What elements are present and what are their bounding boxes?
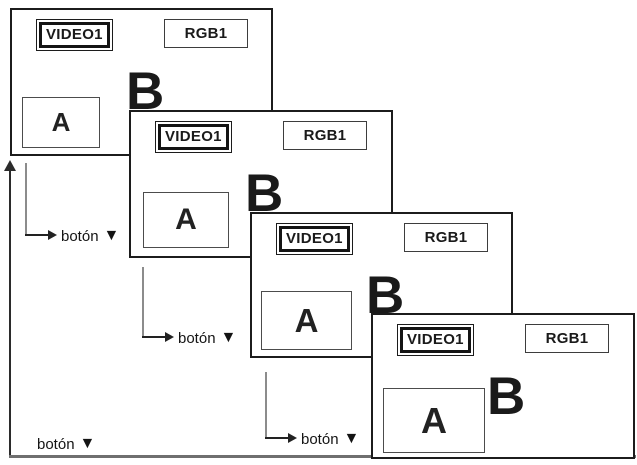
rgb1-badge: RGB1 — [164, 19, 248, 48]
video1-badge: VIDEO1 — [276, 223, 353, 255]
down-arrow-icon: ▼ — [343, 430, 360, 447]
pip-window: A — [143, 192, 229, 248]
video1-badge-label: VIDEO1 — [279, 226, 350, 252]
rgb1-badge-label: RGB1 — [303, 127, 347, 144]
video1-badge: VIDEO1 — [155, 121, 232, 153]
main-source-letter: B — [487, 367, 526, 426]
down-arrow-icon: ▼ — [220, 329, 237, 346]
elbow-arrow-line — [25, 234, 49, 236]
pip-source-letter: A — [51, 107, 71, 137]
video1-badge: VIDEO1 — [397, 324, 474, 356]
main-source-letter: B — [126, 62, 165, 121]
rgb1-badge: RGB1 — [283, 121, 367, 150]
screen-step-4: VIDEO1 RGB1 B A — [371, 313, 635, 459]
right-arrowhead-icon — [165, 332, 174, 342]
rgb1-badge: RGB1 — [525, 324, 609, 353]
down-button-annotation: botón ▼ — [37, 435, 95, 453]
elbow-arrow-line — [142, 267, 144, 337]
pip-window: A — [22, 97, 100, 148]
bottom-guide-line — [9, 455, 636, 458]
elbow-arrow-line — [265, 437, 289, 439]
right-arrowhead-icon — [288, 433, 297, 443]
pip-source-letter: A — [294, 301, 319, 339]
rgb1-badge: RGB1 — [404, 223, 488, 252]
video1-badge-label: VIDEO1 — [39, 22, 110, 48]
up-axis-line — [9, 170, 11, 457]
down-button-annotation: botón ▼ — [178, 329, 236, 347]
button-word: botón — [301, 430, 339, 448]
rgb1-badge-label: RGB1 — [424, 229, 468, 246]
video1-badge-label: VIDEO1 — [158, 124, 229, 150]
pip-source-letter: A — [421, 399, 447, 441]
pip-window: A — [383, 388, 485, 453]
elbow-arrow-line — [142, 336, 166, 338]
up-arrowhead-icon — [4, 160, 16, 171]
button-word: botón — [178, 329, 216, 347]
button-word: botón — [37, 435, 75, 453]
pip-source-letter: A — [175, 203, 197, 236]
video1-badge-label: VIDEO1 — [400, 327, 471, 353]
video1-badge: VIDEO1 — [36, 19, 113, 51]
down-button-annotation: botón ▼ — [301, 430, 359, 448]
elbow-arrow-line — [265, 372, 267, 438]
down-arrow-icon: ▼ — [103, 227, 120, 244]
right-arrowhead-icon — [48, 230, 57, 240]
down-arrow-icon: ▼ — [79, 435, 96, 452]
down-button-annotation: botón ▼ — [61, 227, 119, 245]
rgb1-badge-label: RGB1 — [184, 25, 228, 42]
button-word: botón — [61, 227, 99, 245]
rgb1-badge-label: RGB1 — [545, 330, 589, 347]
elbow-arrow-line — [25, 163, 27, 235]
main-source-letter: B — [245, 164, 284, 223]
pip-window: A — [261, 291, 352, 350]
